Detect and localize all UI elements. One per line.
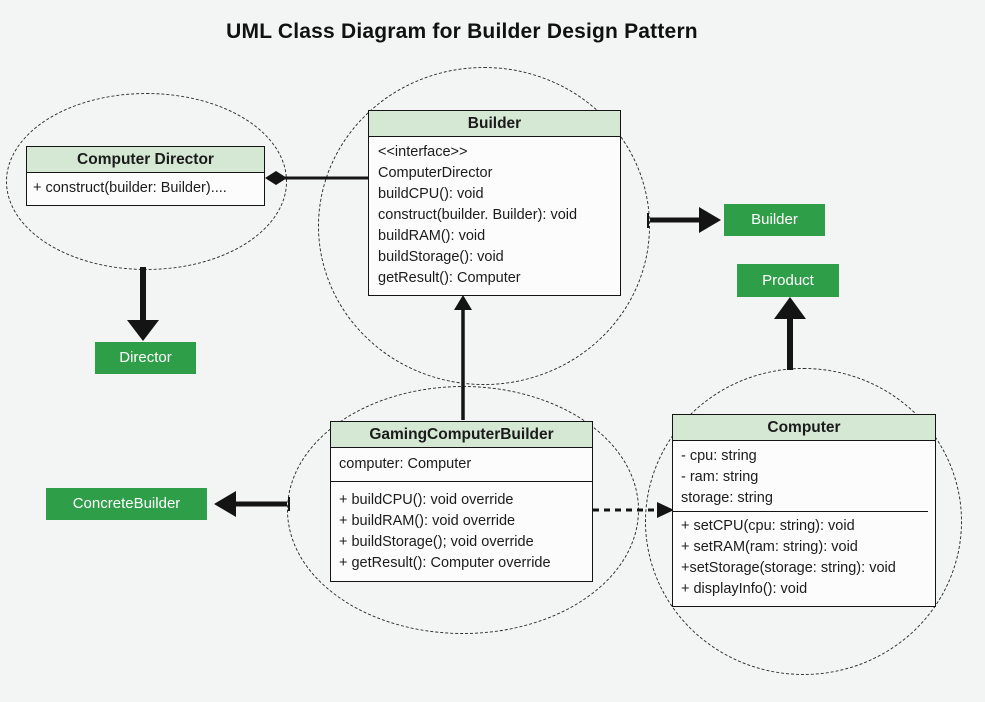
- class-stereotype: <<interface>>: [378, 144, 468, 160]
- class-title-computer: Computer: [673, 415, 935, 441]
- class-member: buildCPU(): void: [378, 186, 484, 202]
- arrow-down-icon: [127, 320, 159, 341]
- product-label-arrow: [774, 297, 806, 370]
- class-member: getResult(): Computer: [378, 270, 521, 286]
- builder-role-ellipse: [318, 67, 650, 385]
- role-tag-product: Product: [737, 264, 839, 297]
- class-method: + displayInfo(): void: [681, 581, 808, 597]
- class-title-computer-director: Computer Director: [27, 147, 264, 173]
- role-tag-builder: Builder: [724, 204, 825, 236]
- class-box-gaming-computer-builder: GamingComputerBuilder computer: Computer…: [330, 421, 593, 582]
- role-tag-concrete-builder: ConcreteBuilder: [46, 488, 207, 520]
- concrete-builder-label-arrow: [214, 491, 290, 517]
- arrow-right-icon: [699, 207, 721, 233]
- page-title: UML Class Diagram for Builder Design Pat…: [226, 20, 698, 43]
- attributes-methods-separator: [673, 511, 928, 512]
- class-member: buildRAM(): void: [378, 228, 486, 244]
- class-field: - cpu: string: [681, 448, 757, 464]
- class-method: + getResult(): Computer override: [339, 555, 551, 571]
- class-title-builder: Builder: [369, 111, 620, 137]
- class-field: - ram: string: [681, 469, 759, 485]
- class-method: + setRAM(ram: string): void: [681, 539, 858, 555]
- class-field: computer: Computer: [339, 456, 472, 472]
- class-method: + buildStorage(); void override: [339, 534, 534, 550]
- class-member: ComputerDirector: [378, 165, 493, 181]
- class-field: storage: string: [681, 490, 773, 506]
- class-member: construct(builder. Builder): void: [378, 207, 578, 223]
- arrow-up-icon: [774, 297, 806, 319]
- arrow-left-icon: [214, 491, 236, 517]
- class-member: buildStorage(): void: [378, 249, 504, 265]
- builder-label-arrow: [647, 207, 721, 233]
- class-method: +setStorage(storage: string): void: [681, 560, 896, 576]
- role-tag-director: Director: [95, 342, 196, 374]
- class-box-computer-director: Computer Director + construct(builder: B…: [26, 146, 265, 206]
- director-label-arrow: [127, 267, 159, 341]
- class-member: + construct(builder: Builder)....: [33, 180, 227, 196]
- class-method: + buildCPU(): void override: [339, 492, 514, 508]
- class-box-builder: Builder <<interface>> ComputerDirector b…: [368, 110, 621, 296]
- class-box-computer: Computer - cpu: string - ram: string sto…: [672, 414, 936, 607]
- product-role-ellipse: [645, 368, 962, 675]
- class-method: + buildRAM(): void override: [339, 513, 516, 529]
- class-title-gaming-computer-builder: GamingComputerBuilder: [331, 422, 592, 448]
- class-method: + setCPU(cpu: string): void: [681, 518, 855, 534]
